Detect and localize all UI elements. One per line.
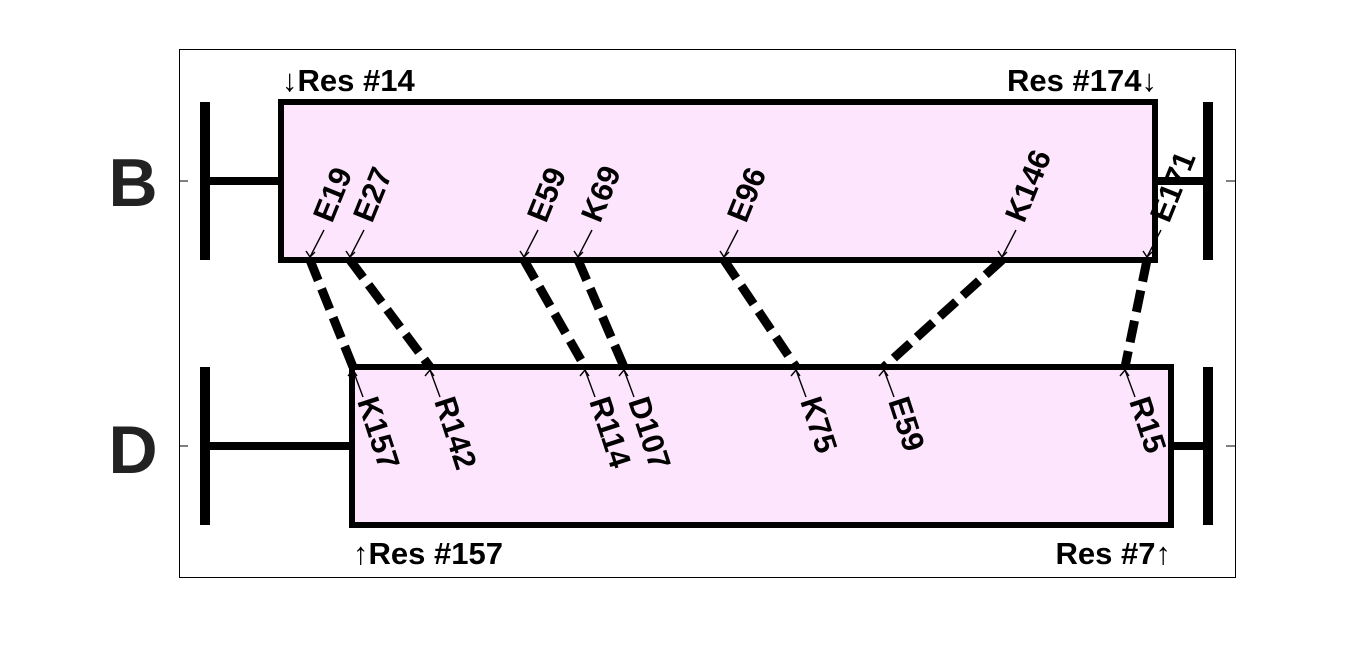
site-arrow	[349, 229, 365, 258]
site-arrow	[795, 369, 807, 398]
crosslink-line	[346, 257, 434, 370]
chain-d-start-label: ↑Res #157	[353, 536, 503, 571]
site-arrow	[723, 229, 739, 258]
site-arrowhead	[997, 250, 1008, 259]
site-arrow	[429, 369, 441, 398]
site-arrow	[623, 369, 635, 398]
site-arrowhead	[878, 368, 889, 377]
site-arrow	[584, 369, 596, 398]
site-arrowhead	[573, 250, 584, 259]
chain-d-end-label: Res #7↑	[1056, 536, 1171, 571]
site-arrowhead	[305, 250, 316, 259]
site-arrow	[309, 229, 325, 258]
crosslink-line	[720, 257, 800, 370]
site-arrow	[1001, 229, 1017, 258]
site-arrowhead	[1142, 250, 1153, 259]
site-arrowhead	[519, 250, 530, 259]
chain-d-label: D	[108, 412, 157, 488]
site-arrow	[577, 229, 593, 258]
chain-b-label: B	[108, 145, 157, 221]
crosslink-lines	[305, 256, 1152, 371]
site-arrowhead	[345, 250, 356, 259]
site-arrow	[352, 369, 364, 398]
site-arrowhead	[618, 368, 629, 377]
axes-frame	[179, 49, 1236, 578]
chain-d-box	[349, 364, 1174, 528]
site-arrow	[1146, 229, 1162, 258]
site-arrowhead	[1119, 368, 1130, 377]
crosslink-line	[520, 257, 589, 370]
site-arrowhead	[719, 250, 730, 259]
site-arrow	[1124, 369, 1136, 398]
site-arrowhead	[790, 368, 801, 377]
chain-b-box	[278, 99, 1158, 263]
site-arrowhead	[424, 368, 435, 377]
site-arrow	[883, 369, 895, 398]
chain-b-end-label: Res #174↓	[1007, 63, 1157, 98]
site-arrowhead	[347, 368, 358, 377]
crosslink-line	[305, 258, 358, 369]
crosslink-line	[573, 258, 629, 369]
crosslink-line	[880, 256, 1006, 371]
site-arrowhead	[579, 368, 590, 377]
chain-b-start-label: ↓Res #14	[282, 63, 415, 98]
crosslink-line	[1120, 259, 1152, 368]
site-arrow	[523, 229, 539, 258]
